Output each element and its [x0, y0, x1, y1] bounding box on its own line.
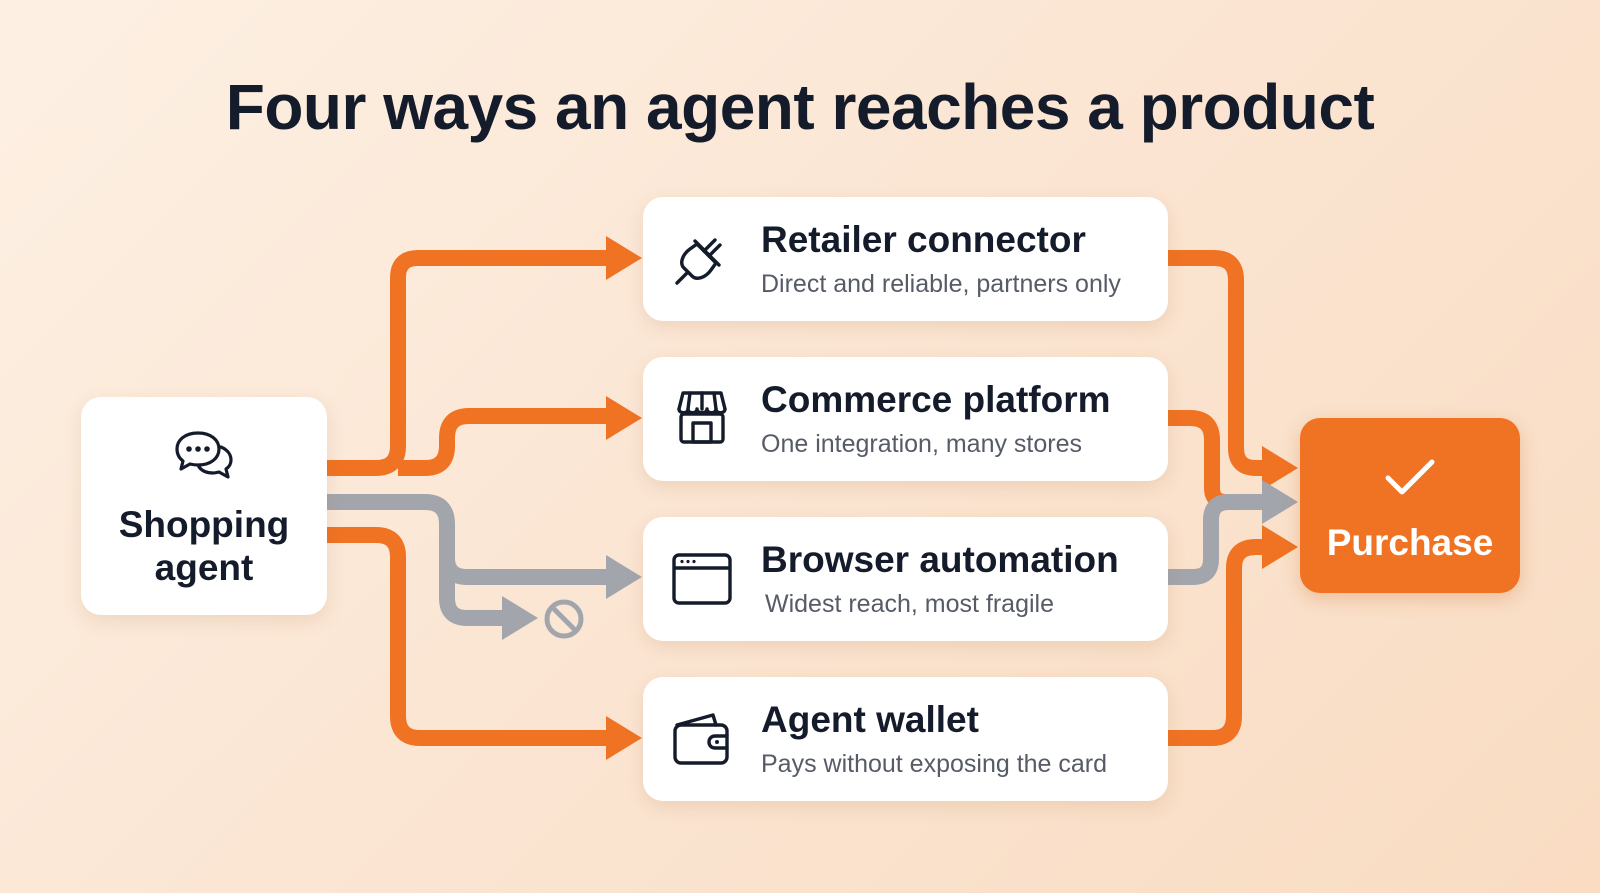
route-title-commerce-platform: Commerce platform: [761, 379, 1111, 420]
blocked-icon: [544, 599, 584, 639]
arrowhead-retailer-connector: [606, 236, 642, 280]
arrowhead-purchase-top: [1262, 446, 1298, 490]
route-title-browser-automation: Browser automation: [761, 539, 1119, 580]
checkmark-icon: [1382, 456, 1438, 505]
flow-blocked-branch: [439, 558, 508, 626]
route-title-retailer-connector: Retailer connector: [761, 219, 1086, 260]
plug-icon: [671, 227, 733, 294]
flow-agent-to-agent-wallet: [327, 527, 616, 746]
flow-commerce-platform-to-purchase: [1168, 410, 1227, 510]
flow-browser-automation-to-purchase: [1168, 494, 1264, 585]
route-card-browser-automation: Browser automation Widest reach, most fr…: [643, 517, 1168, 641]
arrowhead-purchase-bottom: [1262, 525, 1298, 569]
shopping-agent-label: Shopping agent: [118, 504, 290, 588]
route-subtitle-retailer-connector: Direct and reliable, partners only: [761, 270, 1121, 298]
flow-agent-to-commerce-platform: [398, 408, 616, 476]
arrowhead-purchase-middle: [1262, 480, 1298, 524]
storefront-icon: [671, 387, 733, 454]
page-title: Four ways an agent reaches a product: [225, 71, 1375, 143]
browser-window-icon: [671, 547, 733, 614]
route-card-retailer-connector: Retailer connector Direct and reliable, …: [643, 197, 1168, 321]
flow-agent-wallet-to-purchase: [1168, 539, 1264, 746]
route-subtitle-commerce-platform: One integration, many stores: [761, 430, 1082, 458]
route-subtitle-agent-wallet: Pays without exposing the card: [761, 750, 1108, 778]
wallet-icon: [671, 707, 733, 774]
route-card-commerce-platform: Commerce platform One integration, many …: [643, 357, 1168, 481]
route-card-agent-wallet: Agent wallet Pays without exposing the c…: [643, 677, 1168, 801]
purchase-card: Purchase: [1300, 418, 1520, 593]
arrowhead-blocked-branch: [502, 596, 538, 640]
flow-retailer-connector-to-purchase: [1168, 250, 1264, 476]
flow-agent-to-browser-automation: [327, 494, 616, 585]
arrowhead-agent-wallet: [606, 716, 642, 760]
route-subtitle-browser-automation: Widest reach, most fragile: [765, 590, 1054, 618]
purchase-label: Purchase: [1326, 522, 1494, 563]
route-title-agent-wallet: Agent wallet: [761, 699, 979, 740]
chat-bubbles-icon: [173, 429, 235, 488]
shopping-agent-card: Shopping agent: [81, 397, 327, 615]
arrowhead-commerce-platform: [606, 396, 642, 440]
flow-agent-to-retailer-connector: [327, 250, 616, 476]
arrowhead-browser-automation: [606, 555, 642, 599]
